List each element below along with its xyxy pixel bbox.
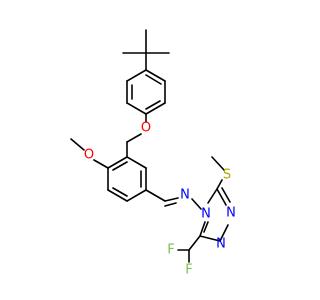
bond [126,102,147,115]
bond [112,161,128,171]
bond [112,187,128,197]
bond [126,156,147,169]
bond [145,189,166,202]
bond [191,198,202,210]
bond [216,188,227,206]
thioether-sulfur-label: S [223,168,231,183]
bond [145,69,166,82]
bond [164,197,179,202]
bond [219,224,229,242]
fluorine-lower-label: F [185,263,192,278]
triazole-n2-label: N [216,237,226,252]
bond [207,188,218,204]
structure-canvas: O O N N N N S F F [70,29,236,278]
bond-layer [70,29,231,263]
imine-nitrogen-label: N [180,188,190,203]
triazole-n1-label: N [226,206,236,221]
bond [221,187,231,203]
fluorine-upper-label: F [167,243,174,258]
molecule-structure: O O N N N N S F F [70,29,236,278]
bond [93,159,109,169]
bond [107,156,128,169]
bond [126,69,147,82]
bond [164,202,177,207]
bond [203,221,209,233]
ether-oxygen-label: O [141,121,151,136]
bond [126,133,142,143]
bond [211,156,225,171]
bond [145,74,162,85]
bond [199,235,221,242]
bond [145,102,166,115]
bond [188,235,201,251]
bond [216,179,223,190]
atom-label-layer: O O N N N N S F F [84,121,236,278]
bond [70,138,85,151]
bond [107,189,128,202]
bond [126,189,147,202]
bond [199,221,206,237]
bond [145,100,161,110]
methoxy-oxygen-label: O [84,148,94,163]
triazole-n4-label: N [201,207,211,222]
